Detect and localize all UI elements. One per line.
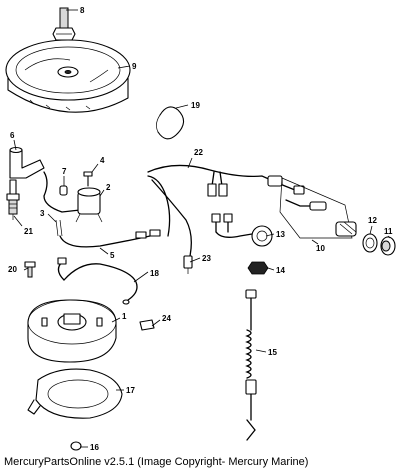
part-20-bolt[interactable] [24,261,36,278]
callout-3: 3 [40,209,45,218]
callout-9: 9 [132,62,137,71]
callout-13: 13 [276,230,285,239]
callout-12: 12 [368,216,377,225]
part-16-o-ring[interactable] [70,441,82,451]
callout-24: 24 [162,314,171,323]
callout-8: 8 [80,6,85,15]
copyright-footer: MercuryPartsOnline v2.5.1 (Image Copyrig… [4,456,309,468]
part-4-screw[interactable] [83,171,93,187]
part-19-retaining-ring[interactable] [156,106,185,140]
part-21-spark-plug[interactable] [6,179,20,220]
part-23-terminal[interactable] [183,255,193,274]
callout-15: 15 [268,348,277,357]
part-14-nut[interactable] [247,261,269,275]
part-12-seal-ring[interactable] [362,233,378,253]
part-24-clip[interactable] [139,319,155,331]
callout-7: 7 [62,167,67,176]
callout-16: 16 [90,443,99,452]
part-10-connector-assembly[interactable] [279,177,357,239]
callout-19: 19 [191,101,200,110]
callout-11: 11 [384,227,393,236]
part-15-lanyard-lead[interactable] [245,289,257,441]
part-13-rectifier[interactable] [211,213,273,247]
part-2-ignition-coil[interactable] [43,171,103,223]
part-22-wire-harness[interactable] [147,164,305,257]
part-7-sleeve[interactable] [59,185,68,196]
callout-5: 5 [110,251,115,260]
callout-18: 18 [150,269,159,278]
callout-14: 14 [276,266,285,275]
callout-labels: 8 9 19 6 7 4 2 3 5 21 20 18 22 23 13 14 … [8,6,393,452]
callout-1: 1 [122,312,127,321]
part-18-ground-lead[interactable] [57,257,138,305]
part-11-cap[interactable] [380,236,396,256]
callout-17: 17 [126,386,135,395]
callout-10: 10 [316,244,325,253]
callout-22: 22 [194,148,203,157]
part-17-trigger-plate[interactable] [27,368,123,419]
part-6-spark-plug-boot[interactable] [9,146,45,179]
part-5-wire[interactable] [59,229,161,248]
callout-23: 23 [202,254,211,263]
callout-2: 2 [106,183,111,192]
callout-6: 6 [10,131,15,140]
part-3-ground-clip[interactable] [55,219,63,237]
callout-20: 20 [8,265,17,274]
callout-4: 4 [100,156,105,165]
part-1-stator[interactable] [27,299,117,363]
part-8-flywheel-nut[interactable] [52,7,76,41]
callout-21: 21 [24,227,33,236]
leader-lines [13,9,391,448]
part-9-flywheel[interactable] [5,39,131,113]
